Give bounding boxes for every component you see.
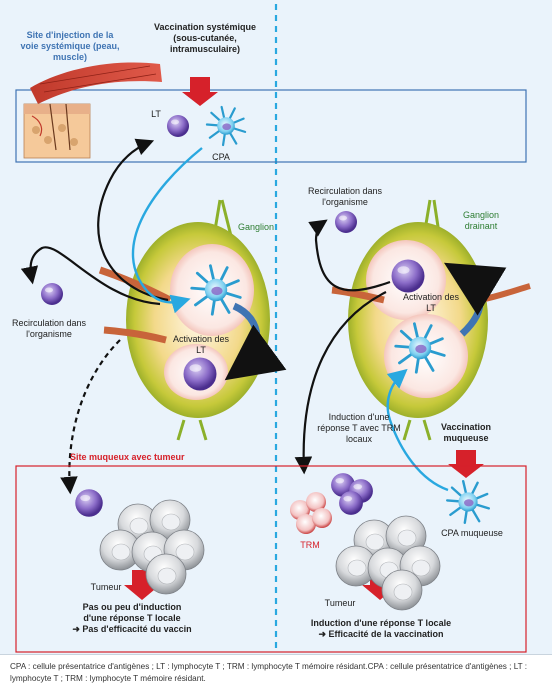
right-activation-label: Activation des LT [402,292,460,313]
injection-site-label: Site d'injection de la voie systémique (… [20,30,120,62]
right-lymph-node [331,199,531,441]
footnote: CPA : cellule présentatrice d'antigènes … [0,654,552,700]
left-outcome-arrow-glyph: ➜ [72,624,83,634]
left-dashed-arrow [60,339,121,495]
mucosal-site-box [15,465,527,653]
right-outcome-line-1: Induction d'une réponse T locale [310,618,452,628]
lt-in-left-node [183,357,217,391]
systemic-vaccination-arrow [182,77,218,106]
systemic-vaccination-label: Vaccination systémique (sous-cutanée, in… [153,22,257,54]
cpa-mucosal-label: CPA muqueuse [441,528,503,538]
mucosal-vaccination-arrow [448,450,484,478]
left-migration-arrow [97,138,169,302]
injection-box [15,89,527,163]
left-ganglion-label: Ganglion [237,222,275,232]
skin-muscle-illustration [23,62,162,159]
left-recirculation-label: Recirculation dans l'organisme [11,318,87,339]
lt-cell-injection [167,115,189,137]
lt-in-right-node [391,259,425,293]
left-tumor [99,499,205,595]
right-recirculation-label: Recirculation dans l'organisme [307,186,383,207]
right-outcome-line-2: ➜ Efficacité de la vaccination [318,629,444,639]
lt-label-injection: LT [151,109,161,119]
right-ganglion-label: Ganglion drainant [462,210,500,231]
right-induction-label: Induction d'une réponse T avec TRM locau… [317,412,401,444]
left-lymph-node [98,199,270,441]
cpa-cell-injection [205,105,247,147]
left-cpa-migration-arrow [131,147,203,314]
left-outcome-line-3: ➜ Pas d'efficacité du vaccin [72,624,192,634]
right-induction-arrow [294,291,387,475]
mucosal-vaccination-label: Vaccination muqueuse [440,422,492,443]
trm-label: TRM [300,540,320,550]
right-tumor-label: Tumeur [324,598,356,608]
right-recirculation-arrow [308,219,391,292]
right-tumor [335,515,441,611]
right-activation-arrow [443,262,507,337]
left-tumor-label: Tumeur [90,582,122,592]
mucosal-site-label: Site muqueux avec tumeur [70,452,185,462]
lt-in-mucosa-left [75,489,103,517]
left-activation-label: Activation des LT [172,334,230,355]
left-recirculation-arrow [20,246,161,306]
lt-recirculation-right [335,211,357,233]
right-cpa-migration-arrow [386,368,449,492]
left-outcome-line-2: d'une réponse T locale [83,613,181,623]
trm-cluster [290,492,332,534]
left-outcome-line-1: Pas ou peu d'induction [82,602,182,612]
lt-cluster-right [331,473,373,515]
lt-recirculation-left [41,283,63,305]
left-activation-arrow [224,302,287,381]
cpa-label-injection: CPA [212,152,230,162]
cpa-mucosal-cell [446,480,490,524]
right-outcome-arrow-glyph: ➜ [318,629,329,639]
diagram-artwork [15,4,531,653]
